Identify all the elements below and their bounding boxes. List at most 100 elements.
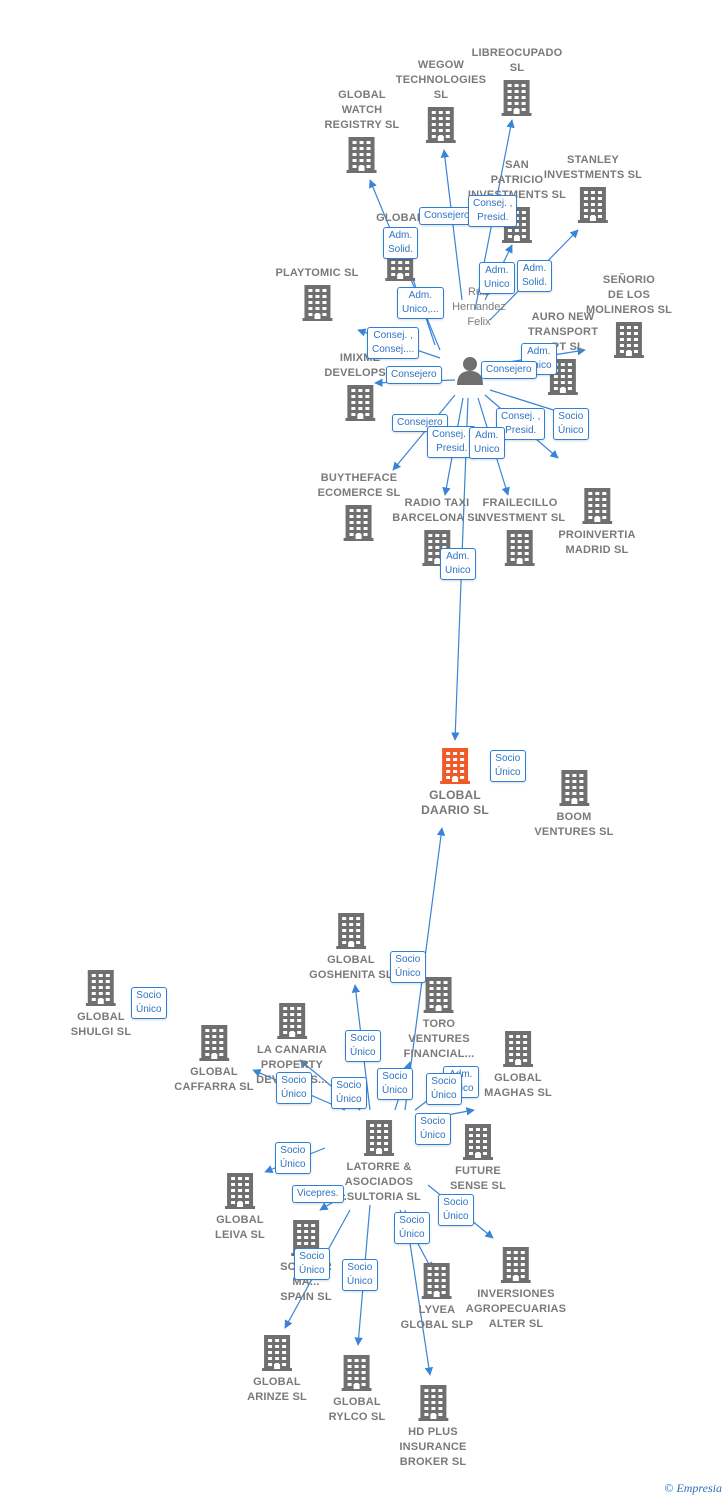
edge-wegow xyxy=(440,149,463,301)
company-imixme[interactable]: IMIXME DEVELOPS... xyxy=(324,351,395,421)
edge-label[interactable]: Socio Único xyxy=(490,750,526,782)
company-goshenita[interactable]: GLOBAL GOSHENITA SL xyxy=(309,913,393,983)
building-icon xyxy=(363,1120,394,1156)
company-latorre[interactable]: LATORRE & ASOCIADOS ...SULTORIA SL xyxy=(337,1120,421,1205)
edge-label[interactable]: Socio Único xyxy=(390,951,426,983)
building-icon xyxy=(426,107,456,143)
company-lyvea[interactable]: LYVEA GLOBAL SLP xyxy=(401,1263,474,1333)
company-name: BUYTHEFACE ECOMERCE SL xyxy=(317,472,401,499)
company-future[interactable]: FUTURE SENSE SL xyxy=(450,1124,506,1194)
edge-label[interactable]: Socio Único xyxy=(331,1077,367,1109)
building-icon xyxy=(462,1124,493,1160)
company-name: SEÑORIO DE LOS MOLINEROS SL xyxy=(585,274,673,316)
edge-label[interactable]: Socio Único xyxy=(345,1030,381,1062)
company-stanley[interactable]: STANLEY INVESTMENTS SL xyxy=(544,153,642,223)
company-name: PROINVERTIA MADRID SL xyxy=(558,529,636,556)
company-arinze[interactable]: GLOBAL ARINZE SL xyxy=(247,1335,307,1405)
edge-label[interactable]: Adm. Unico xyxy=(440,548,476,580)
building-icon xyxy=(582,488,612,524)
company-name: WEGOW TECHNOLOGIES SL xyxy=(395,59,487,101)
edge-label[interactable]: Adm. Unico,... xyxy=(397,287,444,319)
company-leiva[interactable]: GLOBAL LEIVA SL xyxy=(215,1173,265,1243)
company-boom[interactable]: BOOM VENTURES SL xyxy=(534,770,613,840)
edge-label[interactable]: Adm. Unico xyxy=(469,427,505,459)
edge-label[interactable]: Socio Único xyxy=(426,1073,462,1105)
main-company-name: GLOBAL DAARIO SL xyxy=(421,788,489,817)
edge-label[interactable]: Socio Único xyxy=(275,1142,311,1174)
edge-label[interactable]: Socio Único xyxy=(342,1259,378,1291)
building-icon xyxy=(421,1263,452,1299)
company-name: GLOBAL LEIVA SL xyxy=(215,1214,265,1241)
company-shulgi[interactable]: GLOBAL SHULGI SL xyxy=(71,970,131,1040)
company-inversiones[interactable]: INVERSIONES AGROPECUARIAS ALTER SL xyxy=(466,1247,566,1332)
company-hdplus[interactable]: HD PLUS INSURANCE BROKER SL xyxy=(399,1385,466,1470)
company-proinvertia[interactable]: PROINVERTIA MADRID SL xyxy=(558,488,635,558)
building-icon xyxy=(261,1335,292,1371)
company-name: STANLEY INVESTMENTS SL xyxy=(543,154,643,181)
building-icon xyxy=(302,285,332,321)
company-caffarra[interactable]: GLOBAL CAFFARRA SL xyxy=(174,1025,254,1095)
edge-label[interactable]: Socio Único xyxy=(553,408,589,440)
company-playtomic[interactable]: PLAYTOMIC SL xyxy=(275,266,358,321)
company-libreocupado[interactable]: LIBREOCUPADO SL xyxy=(472,46,563,116)
building-icon xyxy=(342,1355,372,1391)
building-icon xyxy=(578,187,608,223)
edge-label[interactable]: Consej. , Consej.... xyxy=(367,327,420,359)
edge-label[interactable]: Socio Único xyxy=(276,1072,312,1104)
edge-label[interactable]: Adm. Solid. xyxy=(517,260,553,292)
footer-brand[interactable]: © Empresia xyxy=(664,1481,722,1496)
company-name: LYVEA GLOBAL SLP xyxy=(400,1304,474,1331)
building-icon xyxy=(344,505,374,541)
company-rylco[interactable]: GLOBAL RYLCO SL xyxy=(329,1355,386,1425)
company-buytheface[interactable]: BUYTHEFACE ECOMERCE SL xyxy=(318,471,401,541)
person-icon xyxy=(457,357,483,385)
company-maghas[interactable]: GLOBAL MAGHAS SL xyxy=(484,1031,552,1101)
company-name: LATORRE & ASOCIADOS ...SULTORIA SL xyxy=(337,1161,421,1203)
building-icon xyxy=(199,1025,229,1061)
edge-label[interactable]: Socio Único xyxy=(394,1212,430,1244)
edge-label[interactable]: Consejero xyxy=(386,366,442,384)
building-icon xyxy=(504,530,535,566)
company-toro[interactable]: TORO VENTURES FINANCIAL... xyxy=(404,977,475,1062)
building-icon xyxy=(559,770,589,806)
edge-label[interactable]: Adm. Solid. xyxy=(383,227,419,259)
edge-label[interactable]: Consej. , Presid. xyxy=(468,195,518,227)
company-main[interactable]: GLOBAL DAARIO SL xyxy=(421,748,489,818)
company-name: LIBREOCUPADO SL xyxy=(471,47,563,74)
building-icon xyxy=(345,385,375,421)
building-icon xyxy=(336,913,366,949)
company-name: GLOBAL CAFFARRA SL xyxy=(174,1066,254,1093)
building-icon xyxy=(614,322,644,358)
company-frailecillo[interactable]: FRAILECILLO INVESTMENT SL xyxy=(475,496,566,566)
building-icon xyxy=(347,137,377,173)
company-name: BOOM VENTURES SL xyxy=(534,811,614,838)
edge-label[interactable]: Socio Único xyxy=(377,1068,413,1100)
building-icon xyxy=(424,977,454,1013)
company-name: INVERSIONES AGROPECUARIAS ALTER SL xyxy=(465,1288,567,1330)
edge-label[interactable]: Consejero xyxy=(419,207,475,225)
edge-label[interactable]: Socio Único xyxy=(294,1248,330,1280)
building-icon xyxy=(276,1003,307,1039)
company-name: GLOBAL MAGHAS SL xyxy=(484,1072,552,1099)
edge-label[interactable]: Socio Único xyxy=(415,1113,451,1145)
company-senorio[interactable]: SEÑORIO DE LOS MOLINEROS SL xyxy=(586,273,672,358)
company-name: GLOBAL WATCH REGISTRY SL xyxy=(324,89,400,131)
company-name: PLAYTOMIC SL xyxy=(275,267,359,279)
edge-label[interactable]: Socio Único xyxy=(131,987,167,1019)
edge-label[interactable]: Consejero xyxy=(481,361,537,379)
building-icon xyxy=(500,1247,531,1283)
company-name: FUTURE SENSE SL xyxy=(449,1165,507,1192)
edge-label[interactable]: Vicepres. xyxy=(292,1185,344,1203)
edge-label[interactable]: Socio Único xyxy=(438,1194,474,1226)
building-icon xyxy=(417,1385,448,1421)
company-wegow[interactable]: WEGOW TECHNOLOGIES SL xyxy=(396,58,486,143)
company-name: GLOBAL GOSHENITA SL xyxy=(309,954,393,981)
edge-label[interactable]: Adm. Unico xyxy=(479,262,515,294)
company-name: GLOBAL SHULGI SL xyxy=(70,1011,132,1038)
company-name: TORO VENTURES FINANCIAL... xyxy=(403,1018,475,1060)
company-name: FRAILECILLO INVESTMENT SL xyxy=(474,497,566,524)
main-building-icon xyxy=(440,748,470,784)
building-icon xyxy=(86,970,116,1006)
building-icon xyxy=(224,1173,255,1209)
company-globalwatch[interactable]: GLOBAL WATCH REGISTRY SL xyxy=(325,88,400,173)
